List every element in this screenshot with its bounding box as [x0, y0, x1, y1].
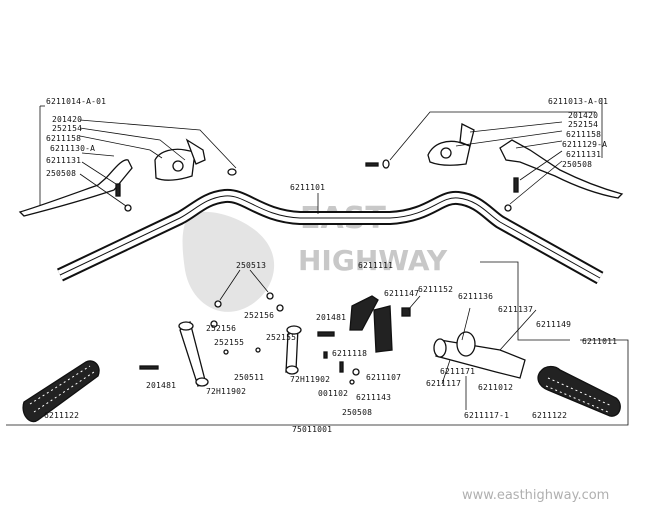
label-6211137: 6211137 [498, 305, 533, 314]
label-6211171: 6211171 [440, 367, 475, 376]
label-6211117-1: 6211117-1 [464, 411, 509, 420]
leader-lines [6, 98, 629, 426]
label-6211143: 6211143 [356, 393, 391, 402]
label-252155-b: 252155 [266, 333, 296, 342]
label-250508-left: 250508 [46, 169, 76, 178]
label-6211107: 6211107 [366, 373, 401, 382]
label-6211122-left: 6211122 [44, 411, 79, 420]
label-6211152: 6211152 [418, 285, 453, 294]
label-6211117: 6211117 [426, 379, 461, 388]
right-grip [537, 365, 621, 417]
label-6211122-right: 6211122 [532, 411, 567, 420]
label-75011001: 75011001 [292, 425, 332, 434]
label-6211111: 6211111 [358, 261, 393, 270]
label-6211101: 6211101 [290, 183, 325, 192]
left-lever [18, 138, 237, 217]
label-6211136: 6211136 [458, 292, 493, 301]
watermark-url: www.easthighway.com [462, 488, 609, 503]
label-201481-b: 201481 [316, 313, 346, 322]
right-lever [365, 123, 624, 212]
watermark-line2: HIGHWAY [298, 244, 448, 277]
label-201420-right: 201420 [568, 111, 598, 120]
label-250513: 250513 [236, 261, 266, 270]
label-6211012: 6211012 [478, 383, 513, 392]
label-6211011: 6211011 [582, 337, 617, 346]
label-6211014: 6211014-A-01 [46, 97, 106, 106]
label-6211158-right: 6211158 [566, 130, 601, 139]
label-6211129: 6211129-A [562, 140, 607, 149]
part-labels: 6211014-A-01 6211013-A-01 201420 252154 … [44, 97, 617, 434]
label-001102: 001102 [318, 389, 348, 398]
label-72h11902-a: 72H11902 [206, 387, 246, 396]
handlebar [56, 188, 604, 285]
label-201420-left: 201420 [52, 115, 82, 124]
throttle-sleeve [433, 331, 526, 379]
label-6211147: 6211147 [384, 289, 419, 298]
left-grip [22, 360, 100, 423]
label-252154-right: 252154 [568, 120, 598, 129]
label-6211013: 6211013-A-01 [548, 97, 608, 106]
label-250508-right: 250508 [562, 160, 592, 169]
label-6211130: 6211130-A [50, 144, 95, 153]
label-6211149: 6211149 [536, 320, 571, 329]
label-250508-center: 250508 [342, 408, 372, 417]
center-parts [139, 292, 411, 388]
label-72h11902-b: 72H11902 [290, 375, 330, 384]
label-6211118: 6211118 [332, 349, 367, 358]
label-252156-a: 252156 [206, 324, 236, 333]
label-250511: 250511 [234, 373, 264, 382]
label-252155-a: 252155 [214, 338, 244, 347]
label-252156-b: 252156 [244, 311, 274, 320]
label-252154-left: 252154 [52, 124, 82, 133]
label-6211131-left: 6211131 [46, 156, 81, 165]
label-6211131-right: 6211131 [566, 150, 601, 159]
label-201481-a: 201481 [146, 381, 176, 390]
label-6211158-left: 6211158 [46, 134, 81, 143]
